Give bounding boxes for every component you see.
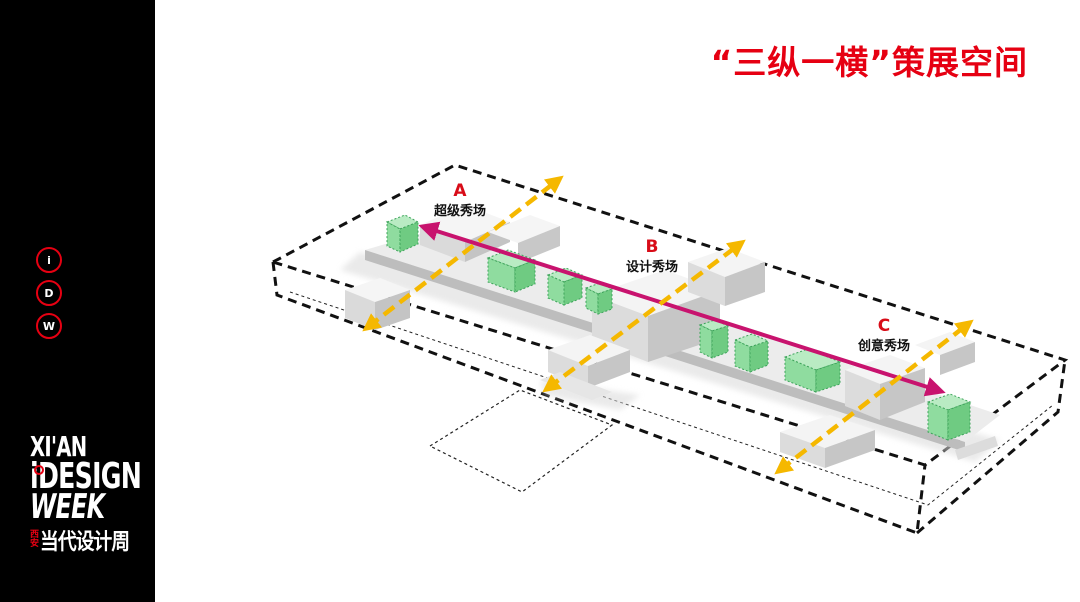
green-volume-c1: [698, 319, 730, 359]
green-volume-a4: [584, 282, 614, 315]
sidebar: i D W XI'AN iDESIGN WEEK 西安 当代设计周: [0, 0, 155, 602]
logo: XI'AN iDESIGN WEEK 西安 当代设计周: [30, 432, 150, 556]
nav-dot-label: D: [44, 286, 54, 300]
nav-dot-label: W: [42, 319, 56, 333]
zone-letter-c: C: [878, 316, 890, 336]
zone-label-a: A 超级秀场: [434, 181, 486, 219]
logo-name-cn: 当代设计周: [40, 530, 130, 555]
cross-axis-b: [542, 239, 746, 393]
zone-name-c: 创意秀场: [857, 338, 910, 354]
logo-ring-icon: [34, 465, 44, 475]
logo-city-cn: 西安: [30, 530, 40, 549]
zone-name-a: 超级秀场: [434, 203, 486, 219]
zone-letter-b: B: [646, 237, 659, 257]
green-volume-c4: [926, 393, 972, 441]
nav-dot-w[interactable]: W: [36, 313, 62, 339]
plaza-lot-outline: [428, 389, 614, 493]
logo-cn-row: 西安 当代设计周: [30, 524, 150, 556]
logo-line-week: WEEK: [30, 487, 105, 527]
zone-label-b: B 设计秀场: [626, 237, 678, 275]
zone-letter-a: A: [453, 181, 467, 201]
logo-line-xian: XI'AN: [30, 430, 87, 463]
zone-label-c: C 创意秀场: [857, 316, 910, 354]
nav-dot-i[interactable]: i: [36, 247, 62, 273]
nav-dot-d[interactable]: D: [36, 280, 62, 306]
cross-axis-a: [362, 175, 564, 332]
zone-name-b: 设计秀场: [626, 259, 678, 275]
green-volume-c2: [733, 333, 770, 373]
page-title: “三纵一横”策展空间: [710, 43, 1028, 82]
cross-axis-arrows: [362, 175, 974, 475]
nav-dot-label: i: [47, 253, 51, 267]
